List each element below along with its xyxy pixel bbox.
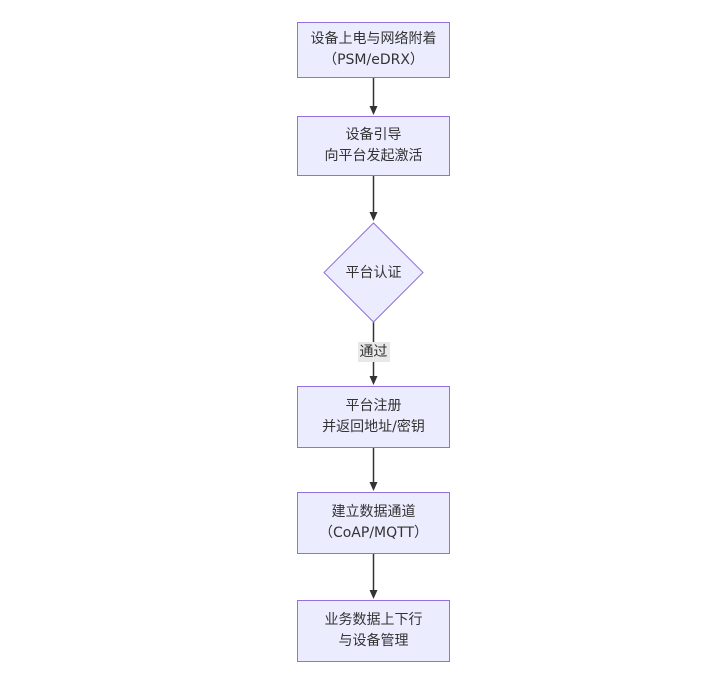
- node-data-channel: 建立数据通道 （CoAP/MQTT）: [297, 492, 450, 554]
- node-text-line: 建立数据通道: [331, 504, 416, 520]
- arrowhead-icon: [369, 106, 378, 115]
- node-text-line: 向平台发起激活: [324, 148, 423, 164]
- node-text-line: 并返回地址/密钥: [322, 419, 425, 435]
- node-text-line: （CoAP/MQTT）: [318, 525, 429, 541]
- node-platform-auth-label: 平台认证: [345, 265, 402, 281]
- node-device-power-attach: 设备上电与网络附着 （PSM/eDRX）: [297, 22, 450, 78]
- node-platform-register: 平台注册 并返回地址/密钥: [297, 386, 450, 448]
- arrowhead-icon: [369, 212, 378, 221]
- arrowhead-icon: [369, 590, 378, 599]
- flow-arrow-register-to-channel: [369, 448, 378, 491]
- node-text-line: 平台注册: [345, 398, 402, 414]
- edge-label-pass: 通过: [357, 342, 390, 362]
- node-text-line: 业务数据上下行: [324, 612, 423, 628]
- node-business-data: 业务数据上下行 与设备管理: [297, 600, 450, 662]
- arrowhead-icon: [369, 376, 378, 385]
- node-text-line: 设备引导: [345, 127, 402, 143]
- flow-arrow-bootstrap-to-auth: [369, 176, 378, 221]
- arrowhead-icon: [369, 482, 378, 491]
- flow-arrow-power-to-bootstrap: [369, 78, 378, 115]
- node-text-line: （PSM/eDRX）: [323, 52, 424, 68]
- node-device-bootstrap: 设备引导 向平台发起激活: [297, 116, 450, 176]
- node-text-line: 设备上电与网络附着: [310, 31, 437, 47]
- node-text-line: 与设备管理: [338, 633, 409, 649]
- flow-arrow-channel-to-business: [369, 554, 378, 599]
